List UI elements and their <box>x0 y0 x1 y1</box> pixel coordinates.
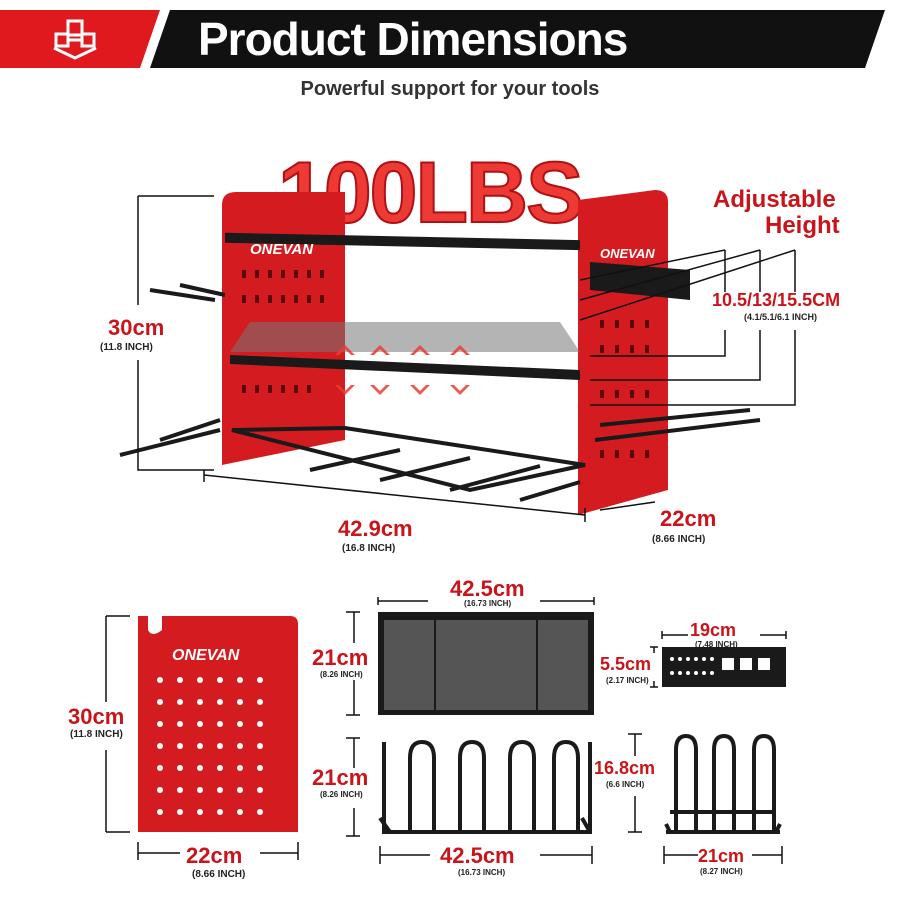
hero-height-cm: 30cm <box>108 315 165 340</box>
header-banner: Product Dimensions <box>0 0 900 70</box>
bit-holder-height-cm: 5.5cm <box>600 654 652 674</box>
page-subtitle: Powerful support for your tools <box>300 78 600 100</box>
side-panel-width-cm: 22cm <box>186 843 243 868</box>
page-title: Product Dimensions <box>198 13 628 65</box>
side-panel-illustration <box>105 615 299 860</box>
shelf-width-cm: 42.5cm <box>450 576 525 601</box>
bit-holder-height-inch: (2.17 INCH) <box>606 676 649 685</box>
drill-rack-height-cm: 21cm <box>312 765 369 790</box>
small-rack-height-cm: 16.8cm <box>594 758 656 778</box>
side-panel-height-cm: 30cm <box>68 704 125 729</box>
drill-rack-width-cm: 42.5cm <box>440 843 515 868</box>
side-panel-brand: ONEVAN <box>172 647 240 664</box>
hero-depth-cm: 22cm <box>660 506 717 531</box>
shelf-depth-cm: 21cm <box>312 645 369 670</box>
side-panel-height-inch: (11.8 INCH) <box>70 729 123 740</box>
small-rack-illustration <box>628 733 783 864</box>
hero-depth-inch: (8.66 INCH) <box>652 534 706 545</box>
small-rack-width-inch: (8.27 INCH) <box>700 867 743 876</box>
drill-rack-height-inch: (8.26 INCH) <box>320 790 363 799</box>
bit-holder-width-inch: (7.48 INCH) <box>695 640 738 649</box>
brand-right: ONEVAN <box>600 246 655 261</box>
drill-rack-width-inch: (16.73 INCH) <box>458 868 506 877</box>
small-rack-height-inch: (6.6 INCH) <box>606 780 645 789</box>
bit-holder-width-cm: 19cm <box>690 620 737 640</box>
logo-icon <box>50 18 100 60</box>
hero-width-cm: 42.9cm <box>338 516 413 541</box>
hero-height-inch: (11.8 INCH) <box>100 342 153 353</box>
rack-illustration: 100LBS <box>119 144 796 522</box>
adjustable-title-line1: Adjustable <box>713 186 836 213</box>
drill-rack-illustration <box>346 737 593 864</box>
bit-holder-illustration <box>650 631 787 688</box>
shelf-depth-inch: (8.26 INCH) <box>320 670 363 679</box>
shelf-width-inch: (16.73 INCH) <box>464 599 512 608</box>
small-rack-width-cm: 21cm <box>698 846 745 866</box>
adjustable-title-line2: Height <box>765 212 840 239</box>
hero-width-inch: (16.8 INCH) <box>342 543 396 554</box>
shelf-illustration <box>346 597 595 716</box>
brand-left: ONEVAN <box>250 241 314 258</box>
side-panel-width-inch: (8.66 INCH) <box>192 869 246 880</box>
adjust-inch-label: (4.1/5.1/6.1 INCH) <box>744 312 818 322</box>
adjust-cm-label: 10.5/13/15.5CM <box>712 290 841 310</box>
